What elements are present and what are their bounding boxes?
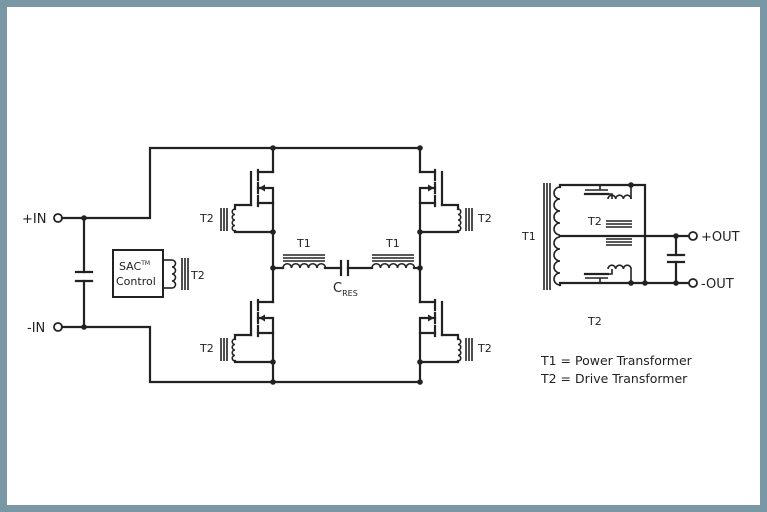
minus-in-label: -IN — [27, 321, 45, 336]
positive-rail — [60, 146, 422, 220]
t2-core — [465, 208, 473, 231]
sr-t2-coil — [607, 264, 632, 270]
t2-core — [220, 338, 228, 361]
components — [181, 182, 634, 290]
gate-lead — [440, 203, 460, 211]
body-arrow — [428, 184, 434, 192]
junction-dot — [270, 359, 276, 365]
t1-label-left: T1 — [296, 237, 311, 250]
low-side-mosfet — [417, 298, 473, 365]
source-lead — [256, 186, 275, 205]
gate-lead — [440, 333, 460, 341]
sac-t2-core — [181, 258, 189, 290]
legend-t2: T2 = Drive Transformer — [540, 371, 688, 386]
sac-label: SACTM — [119, 260, 150, 273]
body-arrow — [428, 314, 434, 322]
t1-secondary-upper — [553, 186, 561, 236]
minus-in-terminal — [53, 322, 63, 332]
t2-coil — [231, 338, 236, 362]
sac-control-box — [112, 249, 164, 298]
source-lead — [256, 316, 275, 335]
body-arrow — [259, 184, 265, 192]
sr-t2-coil — [607, 194, 632, 200]
junction-dot — [417, 359, 423, 365]
sr-top-path — [558, 183, 647, 285]
low-side-mosfet — [220, 298, 276, 365]
t2-core — [465, 338, 473, 361]
sr-t2-core — [606, 220, 632, 228]
t1-core-right — [372, 254, 414, 262]
junction-dot — [642, 280, 648, 286]
control-label: Control — [116, 275, 156, 288]
t1-core-left — [283, 254, 325, 262]
sac-t2-coil — [171, 259, 177, 289]
gate-return-lead — [233, 359, 275, 364]
gate-return-lead — [418, 359, 460, 364]
right-half-bridge — [417, 145, 473, 385]
source-lead — [418, 186, 437, 205]
t2-label-left-top: T2 — [199, 212, 214, 225]
t2-label-output-top: T2 — [587, 215, 602, 228]
t1-label-output: T1 — [521, 230, 536, 243]
sr-gate-lead — [608, 269, 613, 275]
t1-label-right: T1 — [385, 237, 400, 250]
gate-lead — [233, 203, 253, 211]
body-arrow — [259, 314, 265, 322]
sync-rectifier-top — [583, 182, 634, 228]
t1-output-core — [543, 183, 551, 290]
t1-secondary-lower — [553, 236, 561, 286]
junction-dot — [417, 229, 423, 235]
plus-in-terminal — [53, 213, 63, 223]
sr-gate-lead — [608, 193, 613, 199]
t2-label-sac: T2 — [190, 269, 205, 282]
junction-dot — [270, 229, 276, 235]
t2-label-output-bottom: T2 — [587, 315, 602, 328]
plus-out-terminal — [688, 231, 698, 241]
high-side-mosfet — [417, 168, 473, 235]
legend-t1: T1 = Power Transformer — [540, 353, 693, 368]
negative-rail — [60, 325, 422, 384]
source-lead — [418, 316, 437, 335]
t2-label-right-top: T2 — [477, 212, 492, 225]
minus-out-label: -OUT — [701, 277, 734, 292]
high-side-mosfet — [220, 168, 276, 235]
wires — [53, 145, 698, 385]
t2-coil — [457, 338, 462, 362]
t2-core — [220, 208, 228, 231]
t2-label-right-bottom: T2 — [477, 342, 492, 355]
sr-bottom-path — [558, 281, 691, 287]
t2-coil — [457, 208, 462, 232]
t1-primary-right — [371, 262, 416, 269]
left-half-bridge — [220, 145, 276, 385]
sync-rectifier-bottom — [583, 238, 634, 286]
gate-lead — [233, 333, 253, 341]
t2-coil — [231, 208, 236, 232]
sr-t2-core — [606, 238, 632, 246]
plus-in-label: +IN — [22, 212, 46, 227]
cres-label: CRES — [333, 281, 358, 298]
t2-label-left-bottom: T2 — [199, 342, 214, 355]
gate-return-lead — [233, 229, 275, 234]
t1-primary-left — [282, 262, 327, 269]
minus-out-terminal — [688, 278, 698, 288]
plus-out-label: +OUT — [701, 230, 740, 245]
gate-return-lead — [418, 229, 460, 234]
